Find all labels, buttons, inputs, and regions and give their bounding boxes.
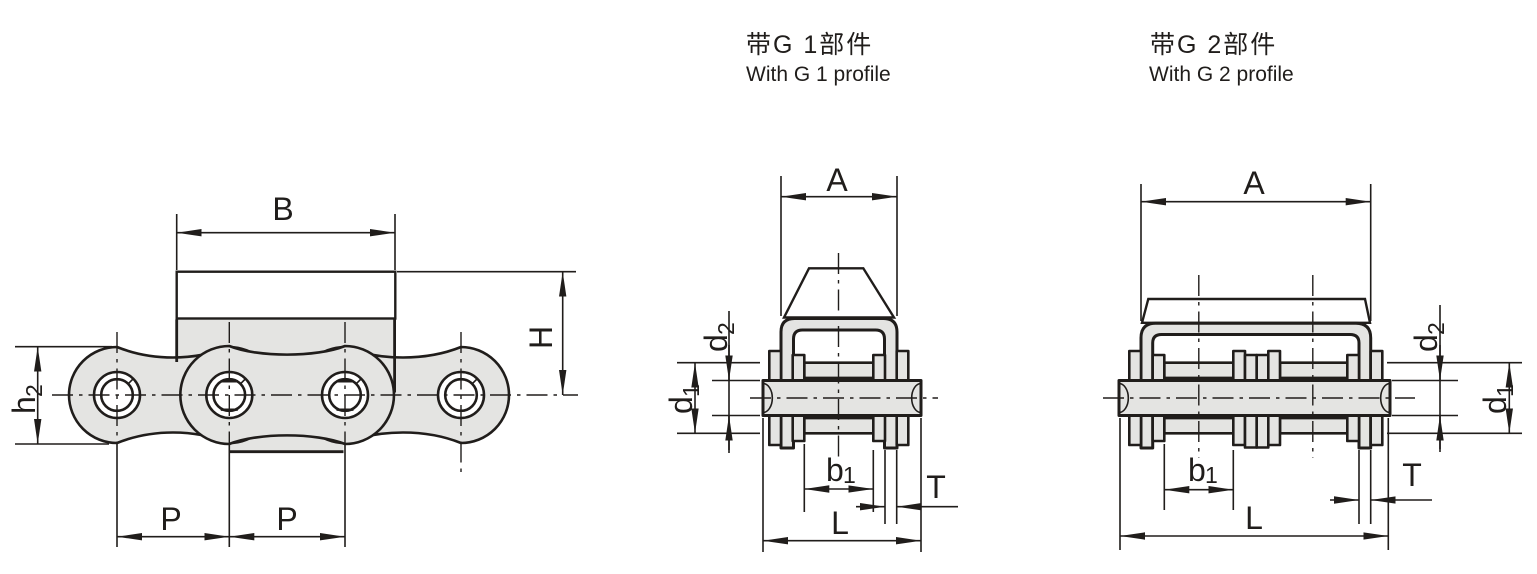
g2-roller-section [1278, 361, 1349, 380]
centerlines [52, 322, 578, 472]
g2-label-d1-sub: 1 [1492, 384, 1518, 397]
g1-dimension-T: T [856, 450, 958, 524]
g1-title-en: With G 1 profile [746, 63, 891, 86]
g2-label-d2-base: d [1408, 334, 1444, 352]
dimension-H: H [397, 270, 576, 395]
g2-dimension-T: T [1330, 450, 1432, 524]
label-P-right: P [276, 501, 297, 537]
g1-dimension-A: A [780, 162, 898, 316]
dimension-B: B [175, 191, 396, 270]
g1-label-L: L [831, 505, 849, 541]
g1-label-A: A [826, 162, 848, 198]
chain-side-view: B H h 2 P P [6, 191, 578, 547]
g2-title-en: With G 2 profile [1149, 63, 1294, 86]
dimension-P: P P [116, 444, 346, 547]
profile-block [175, 270, 397, 320]
g2-label-A: A [1243, 165, 1265, 201]
g1-title-zh: 带G 1部件 [746, 31, 873, 59]
g2-centerlines [1103, 275, 1415, 458]
label-H: H [523, 326, 559, 349]
label-h2-base: h [6, 396, 42, 414]
g2-section-view: A d 2 d 1 b 1 [1103, 165, 1522, 550]
g1-dimension-d1: d 1 [663, 361, 760, 435]
g1-dimension-b1: b 1 [803, 444, 875, 512]
g2-dimension-L: L [1119, 418, 1390, 550]
g2-pin-end-arcs [1118, 382, 1391, 414]
label-B: B [272, 191, 293, 227]
attachment-body-edges [175, 319, 396, 454]
g2-label-b1-base: b [1188, 452, 1206, 488]
g2-roller-section [1278, 416, 1349, 435]
label-P-left: P [160, 501, 181, 537]
g2-dimension-A: A [1140, 165, 1372, 321]
g2-dimension-b1: b 1 [1163, 444, 1235, 510]
g1-section-view: A d 2 d 1 b 1 [663, 162, 958, 552]
g1-centerlines [750, 253, 938, 458]
g2-dimension-d2: d 2 [1392, 305, 1458, 452]
g1-label-d1-base: d [663, 396, 699, 414]
dimension-h2: h 2 [6, 345, 112, 445]
g1-dimension-L: L [762, 418, 922, 552]
g2-label-T: T [1402, 457, 1422, 493]
g2-title-zh: 带G 2部件 [1150, 31, 1277, 59]
g2-label-b1-sub: 1 [1205, 462, 1218, 488]
g2-profile-block [1140, 297, 1372, 324]
g2-label-d2-sub: 2 [1423, 322, 1449, 335]
g1-label-d2-sub: 2 [713, 322, 739, 335]
g1-label-T: T [926, 469, 946, 505]
g1-label-b1-base: b [826, 452, 844, 488]
g1-label-b1-sub: 1 [843, 462, 856, 488]
g2-label-L: L [1245, 500, 1263, 536]
g2-label-d1-base: d [1477, 396, 1513, 414]
label-h2-sub: 2 [21, 384, 47, 397]
g1-label-d2-base: d [698, 334, 734, 352]
g1-dimension-d2: d 2 [698, 311, 760, 453]
g1-label-d1-sub: 1 [678, 384, 704, 397]
g1-roller-section-bottom [802, 416, 875, 435]
g2-bent-plate [1139, 321, 1373, 450]
g2-dimension-d1: d 1 [1387, 361, 1522, 435]
